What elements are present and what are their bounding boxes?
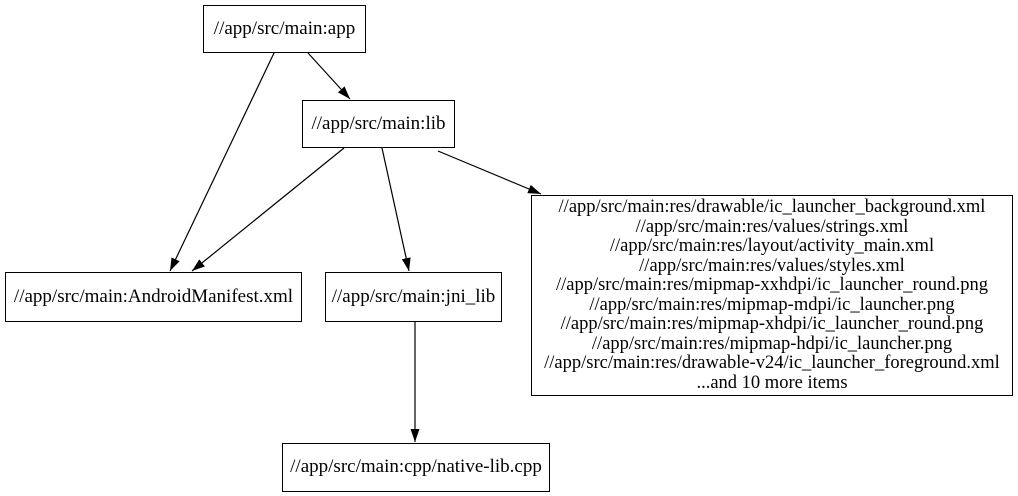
- node-android-manifest-label: //app/src/main:AndroidManifest.xml: [13, 285, 294, 307]
- node-res-file-group-label-line: //app/src/main:res/drawable-v24/ic_launc…: [544, 353, 1000, 373]
- node-res-file-group-label-line: //app/src/main:res/mipmap-mdpi/ic_launch…: [589, 294, 955, 315]
- node-res-file-group-label-line: //app/src/main:res/layout/activity_main.…: [609, 236, 935, 256]
- node-native-lib-cpp: //app/src/main:cpp/native-lib.cpp: [282, 443, 550, 492]
- edge-app-to-lib: [307, 52, 351, 100]
- node-res-file-group-label-line: //app/src/main:res/drawable/ic_launcher_…: [558, 197, 986, 217]
- edge-lib-to-android-manifest: [191, 147, 345, 272]
- node-native-lib-cpp-label: //app/src/main:cpp/native-lib.cpp: [290, 456, 542, 478]
- node-app-label: //app/src/main:app: [213, 17, 356, 39]
- node-app: //app/src/main:app: [203, 5, 366, 53]
- node-res-file-group-label-line: //app/src/main:res/mipmap-xxhdpi/ic_laun…: [555, 275, 989, 295]
- node-jni-lib-label: //app/src/main:jni_lib: [331, 285, 496, 307]
- edge-lib-to-jni-lib: [381, 147, 411, 272]
- edge-lib-to-res-file-group: [437, 150, 542, 195]
- node-android-manifest: //app/src/main:AndroidManifest.xml: [5, 272, 302, 322]
- node-res-file-group: //app/src/main:res/drawable/ic_launcher_…: [531, 195, 1013, 396]
- node-lib: //app/src/main:lib: [302, 100, 455, 148]
- edge-app-to-android-manifest: [169, 52, 275, 272]
- node-res-file-group-label-line: //app/src/main:res/values/strings.xml: [635, 216, 909, 237]
- node-res-file-group-label-line: //app/src/main:res/mipmap-xhdpi/ic_launc…: [560, 314, 984, 334]
- node-lib-label: //app/src/main:lib: [311, 112, 446, 134]
- node-res-file-group-label-line: //app/src/main:res/values/styles.xml: [639, 255, 905, 276]
- node-res-file-group-label-line: //app/src/main:res/mipmap-hdpi/ic_launch…: [591, 333, 953, 354]
- node-res-file-group-label-line: ...and 10 more items: [696, 372, 848, 393]
- node-jni-lib: //app/src/main:jni_lib: [325, 272, 502, 322]
